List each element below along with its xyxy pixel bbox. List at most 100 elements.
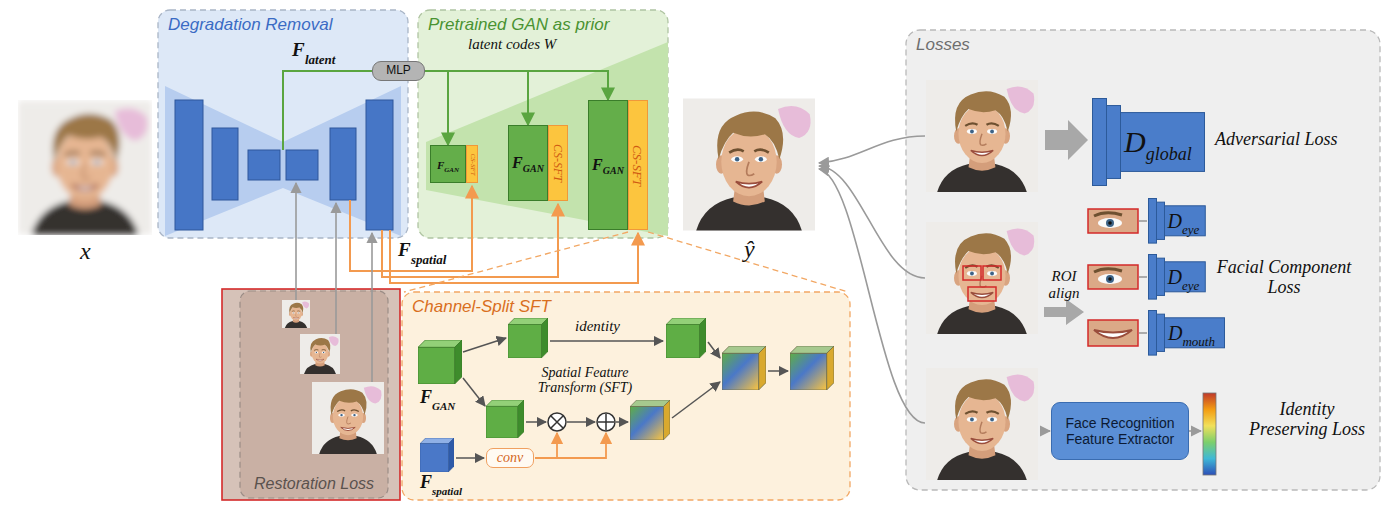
modulation-wire bbox=[556, 433, 558, 458]
supervision-arrow bbox=[1139, 220, 1147, 222]
channel-split-sft-panel: Channel-Split SFTconv bbox=[402, 292, 850, 500]
spatial-feature-wire bbox=[350, 186, 472, 271]
multiply-symbol bbox=[548, 413, 566, 431]
panel-heading: Losses bbox=[916, 35, 970, 55]
feature-colorbar bbox=[1203, 393, 1216, 475]
encoder-decoder bbox=[286, 150, 318, 180]
gan-feature-block: FGAN bbox=[430, 145, 466, 183]
feature-subscript: latent bbox=[305, 53, 335, 67]
component-crop bbox=[1088, 320, 1138, 346]
encoder-decoder bbox=[330, 128, 356, 200]
component-crop bbox=[1088, 265, 1138, 289]
symbol-text: FGAN bbox=[512, 155, 544, 171]
sft-flow-arrow bbox=[463, 338, 506, 352]
loss-name: Identity Preserving Loss bbox=[1240, 400, 1374, 440]
feature-cube bbox=[420, 438, 454, 472]
operation-label: ROI align bbox=[1043, 268, 1085, 301]
block-label: CS-SFT bbox=[552, 144, 564, 182]
face-image bbox=[18, 101, 152, 235]
gan-prior-shape bbox=[426, 42, 668, 236]
face-image bbox=[312, 382, 384, 454]
zoom-guide bbox=[404, 232, 848, 292]
encoder-decoder bbox=[212, 128, 238, 200]
feature-symbol: F bbox=[420, 388, 432, 408]
supervision-arrow bbox=[1040, 430, 1050, 432]
thick-arrow bbox=[1044, 120, 1088, 325]
supervision-arrow bbox=[296, 136, 1201, 431]
face-image bbox=[282, 300, 310, 328]
feature-cube bbox=[790, 346, 834, 390]
panel-ground bbox=[158, 10, 408, 238]
feature-subscript: spatial bbox=[432, 485, 462, 497]
face-image bbox=[300, 334, 340, 374]
symbol-letter: D bbox=[1168, 266, 1182, 288]
face-image bbox=[926, 222, 1038, 334]
face-recognition-box: Face Recognition Feature Extractor bbox=[1051, 402, 1189, 460]
loss-name: Adversarial Loss bbox=[1215, 130, 1338, 150]
thick-arrow bbox=[1044, 299, 1084, 325]
thick-arrow bbox=[1045, 120, 1088, 160]
zoom-guide bbox=[404, 232, 628, 292]
panel-ground bbox=[906, 30, 1380, 490]
symbol-text: FGAN bbox=[592, 157, 624, 173]
feature-subscript: GAN bbox=[432, 400, 455, 412]
multiply-symbol bbox=[548, 413, 566, 431]
encoder-decoder bbox=[175, 100, 203, 230]
discriminator-layer bbox=[1149, 311, 1157, 356]
component-crop bbox=[1088, 209, 1138, 233]
latent-code-connector bbox=[425, 71, 528, 125]
conv-box: conv bbox=[486, 448, 534, 468]
symbol-text: Deye bbox=[1168, 267, 1200, 287]
feature-cube bbox=[508, 318, 548, 358]
discriminator-layer bbox=[1107, 106, 1121, 179]
mlp-box: MLP bbox=[372, 61, 425, 81]
supervision-arrow bbox=[1139, 332, 1147, 334]
roi-box bbox=[963, 266, 1001, 301]
supervision-arrow bbox=[335, 203, 337, 334]
discriminator-layer bbox=[1157, 314, 1165, 351]
block-label: CS-SFT bbox=[632, 144, 645, 185]
symbol-subscript: GAN bbox=[444, 166, 459, 174]
discriminator-layer bbox=[1121, 113, 1205, 172]
latent-code-connector bbox=[425, 71, 448, 145]
modulation-wire bbox=[535, 433, 606, 458]
sft-flow-arrow bbox=[526, 421, 546, 423]
supervision-arrow bbox=[371, 233, 373, 382]
component-crop bbox=[1088, 265, 1138, 289]
sft-flow-arrow bbox=[456, 457, 484, 459]
symbol-subscript: eye bbox=[1182, 278, 1199, 293]
symbol-letter: D bbox=[1124, 125, 1146, 158]
discriminator-layer bbox=[1156, 202, 1164, 239]
loss-name: Facial Component Loss bbox=[1208, 258, 1360, 298]
operation-label: Spatial Feature Transform (SFT) bbox=[522, 366, 648, 395]
restoration-loss-panel: Restoration Loss bbox=[240, 291, 388, 498]
identity-label: identity bbox=[575, 318, 620, 335]
panel-ground bbox=[240, 291, 388, 498]
add-symbol bbox=[597, 413, 615, 431]
feature-cube bbox=[722, 346, 766, 390]
sft-flow-arrow bbox=[672, 382, 720, 418]
panel-ground bbox=[402, 292, 850, 500]
symbol-letter: D bbox=[1168, 322, 1182, 344]
discriminator-shape bbox=[1092, 98, 1205, 186]
sft-flow-arrow bbox=[708, 342, 720, 358]
supervision-arrow bbox=[819, 136, 925, 163]
sft-flow-arrow bbox=[463, 378, 485, 406]
discriminator-layer bbox=[1148, 255, 1156, 300]
symbol-subscript: global bbox=[1146, 144, 1192, 164]
face-image bbox=[926, 368, 1038, 480]
panel-heading: Restoration Loss bbox=[254, 475, 374, 493]
sft-flow-arrow bbox=[456, 338, 788, 458]
discriminator-layer bbox=[1148, 199, 1156, 244]
feature-cube bbox=[486, 400, 524, 438]
symbol-subscript: GAN bbox=[523, 163, 544, 174]
symbol-text: FGAN bbox=[437, 156, 459, 172]
component-crop bbox=[1088, 209, 1138, 346]
panel-ground bbox=[418, 10, 668, 238]
input-image-label: x bbox=[80, 238, 91, 264]
supervision-arrow bbox=[1139, 276, 1147, 278]
gan-feature-block: FGAN bbox=[508, 125, 548, 201]
discriminator-layer bbox=[1164, 262, 1205, 292]
symbol-text: Dglobal bbox=[1124, 127, 1192, 157]
